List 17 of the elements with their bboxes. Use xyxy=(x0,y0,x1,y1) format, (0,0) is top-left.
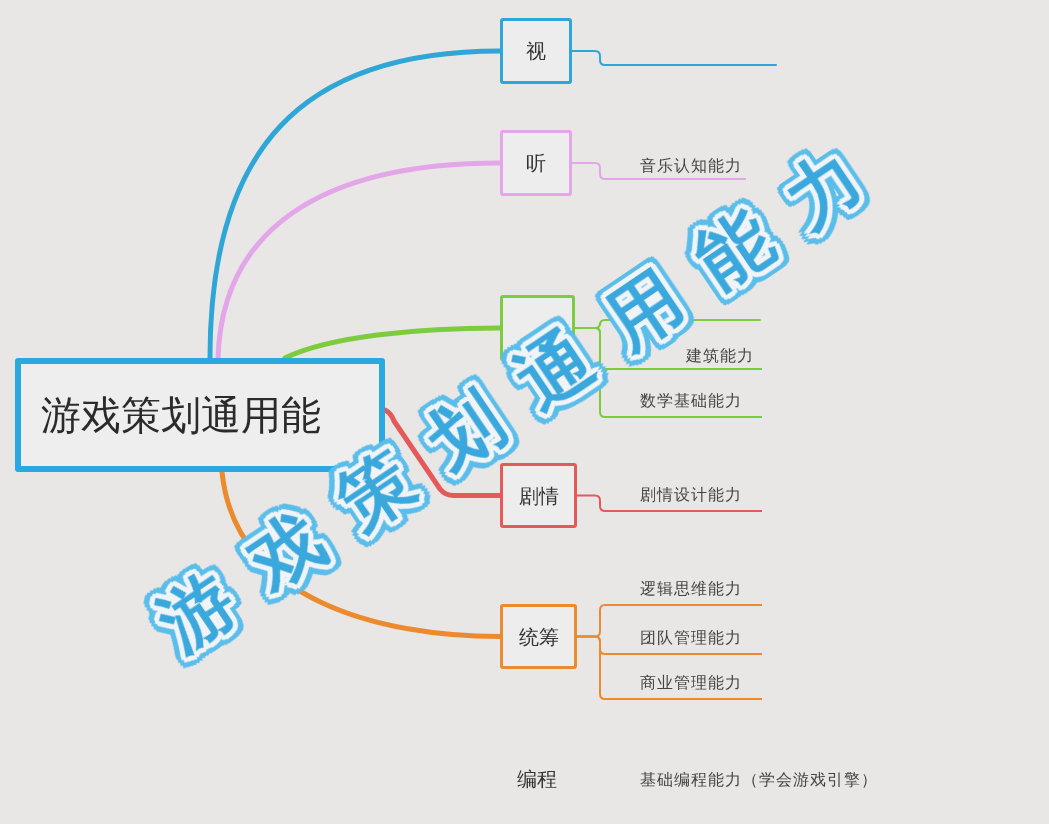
underlined-subtopic: 商业管理能力 xyxy=(606,668,762,700)
topic-text: 编程 xyxy=(517,766,557,793)
topic-box: 剧情 xyxy=(500,463,577,528)
connector-line xyxy=(571,50,777,66)
connector-line xyxy=(574,327,607,418)
underlined-subtopic: 逻辑思维能力 xyxy=(606,574,762,606)
topic-box: 视 xyxy=(500,18,572,84)
underlined-subtopic: 音乐认知能力 xyxy=(606,154,746,180)
subtopic-text: 基础编程能力（学会游戏引擎） xyxy=(640,769,878,791)
topic-box: 统筹 xyxy=(500,604,577,669)
underlined-subtopic: 团队管理能力 xyxy=(606,623,762,655)
topic-box: 听 xyxy=(500,130,572,196)
connector-line xyxy=(576,635,607,700)
underlined-subtopic: 剧情设计能力 xyxy=(606,480,762,512)
connector-line xyxy=(576,494,607,512)
connector-line xyxy=(571,162,607,180)
underlined-subtopic: 数学基础能力 xyxy=(606,386,762,418)
